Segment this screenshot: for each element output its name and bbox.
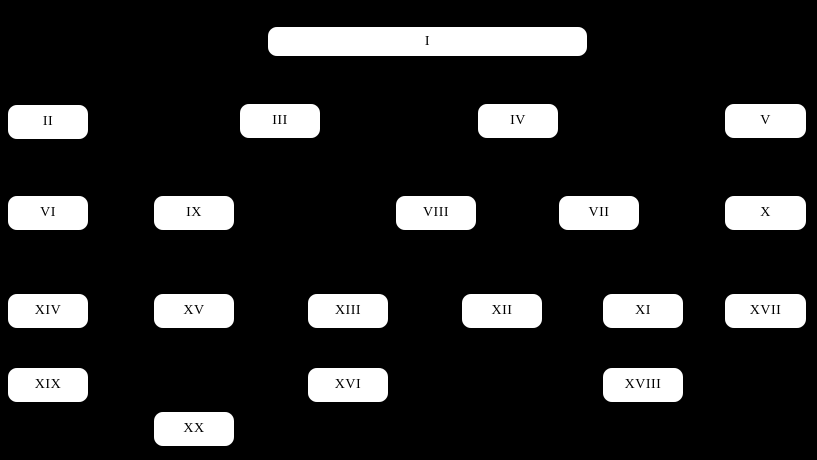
node-ii: II xyxy=(8,105,88,139)
node-xvii: XVII xyxy=(725,294,806,328)
node-viii: VIII xyxy=(396,196,476,230)
node-xvi: XVI xyxy=(308,368,388,402)
node-iv: IV xyxy=(478,104,558,138)
node-i: I xyxy=(268,27,587,56)
node-xiii: XIII xyxy=(308,294,388,328)
node-xx: XX xyxy=(154,412,234,446)
node-xix: XIX xyxy=(8,368,88,402)
node-v: V xyxy=(725,104,806,138)
node-ix: IX xyxy=(154,196,234,230)
node-xi: XI xyxy=(603,294,683,328)
node-vi: VI xyxy=(8,196,88,230)
node-iii: III xyxy=(240,104,320,138)
node-xv: XV xyxy=(154,294,234,328)
node-vii: VII xyxy=(559,196,639,230)
node-x: X xyxy=(725,196,806,230)
node-xviii: XVIII xyxy=(603,368,683,402)
node-xii: XII xyxy=(462,294,542,328)
node-xiv: XIV xyxy=(8,294,88,328)
